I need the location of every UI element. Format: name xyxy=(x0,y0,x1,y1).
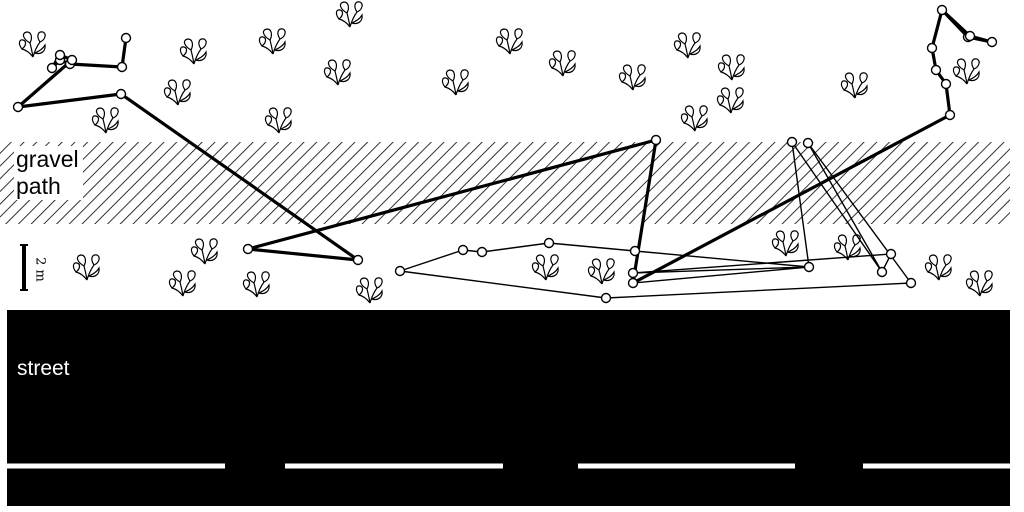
street-label-text: street xyxy=(17,357,70,380)
street xyxy=(7,310,1010,506)
location-fixes xyxy=(12,4,998,304)
scale-bar xyxy=(20,244,28,291)
location-fix-icon xyxy=(54,49,66,61)
shrub-icon xyxy=(965,270,993,297)
street-label: street xyxy=(17,355,70,382)
location-fix-icon xyxy=(926,42,938,54)
location-fix-icon xyxy=(46,62,58,74)
shrub-icon xyxy=(680,105,708,132)
location-fix-icon xyxy=(242,243,254,255)
shrub-icon xyxy=(717,54,745,81)
location-fix-icon xyxy=(120,32,132,44)
shrub-icon xyxy=(323,59,351,86)
shrub-icon xyxy=(258,28,286,55)
shrub-icon xyxy=(716,87,744,114)
location-fix-icon xyxy=(115,88,127,100)
shrub-icon xyxy=(335,1,363,28)
shrub-icon xyxy=(91,107,119,134)
location-fix-icon xyxy=(986,36,998,48)
location-fix-icon xyxy=(930,64,942,76)
shrub-icon xyxy=(441,69,469,96)
shrub-icon xyxy=(18,31,46,58)
location-fix-icon xyxy=(543,237,555,249)
gravel-path xyxy=(0,142,1010,224)
location-fix-icon xyxy=(940,78,952,90)
location-fix-icon xyxy=(66,54,78,66)
gravel-path-label-text: gravel path xyxy=(16,146,79,199)
shrub-icon xyxy=(264,107,292,134)
shrub-icon xyxy=(840,72,868,99)
shrub-icon xyxy=(355,277,383,304)
shrub-icon xyxy=(587,258,615,285)
shrub-icon xyxy=(531,254,559,281)
location-fix-icon xyxy=(650,134,662,146)
location-fix-icon xyxy=(802,137,814,149)
shrub-icon xyxy=(190,238,218,265)
location-fix-icon xyxy=(627,267,639,279)
shrub-icon xyxy=(952,58,980,85)
location-fix-icon xyxy=(944,109,956,121)
location-fix-icon xyxy=(629,245,641,257)
shrub-icon xyxy=(495,28,523,55)
location-fix-icon xyxy=(116,61,128,73)
movement-track xyxy=(399,141,912,299)
scale-bar-label: 2 m xyxy=(32,257,48,282)
movement-track xyxy=(16,8,994,285)
shrub-icon xyxy=(168,270,196,297)
shrub-icon xyxy=(242,271,270,298)
shrub-icon xyxy=(548,50,576,77)
location-fix-icon xyxy=(352,254,364,266)
location-fix-icon xyxy=(786,136,798,148)
shrub-icon xyxy=(924,254,952,281)
shrub-icon xyxy=(771,230,799,257)
shrub-icon xyxy=(673,32,701,59)
shrub-icon xyxy=(72,254,100,281)
location-fix-icon xyxy=(394,265,406,277)
location-fix-icon xyxy=(457,244,469,256)
shrub-icon xyxy=(618,64,646,91)
shrub-icon xyxy=(163,79,191,106)
location-fix-icon xyxy=(905,277,917,289)
location-fix-icon xyxy=(876,266,888,278)
location-fix-icon xyxy=(936,4,948,16)
location-fix-icon xyxy=(964,30,976,42)
location-fix-icon xyxy=(803,261,815,273)
location-fix-icon xyxy=(600,292,612,304)
location-fix-icon xyxy=(885,248,897,260)
location-fix-icon xyxy=(476,246,488,258)
shrub-icon xyxy=(179,38,207,65)
location-fix-icon xyxy=(12,101,24,113)
movement-tracks xyxy=(16,8,994,299)
location-fix-icon xyxy=(627,277,639,289)
gravel-path-label: gravel path xyxy=(14,146,83,200)
